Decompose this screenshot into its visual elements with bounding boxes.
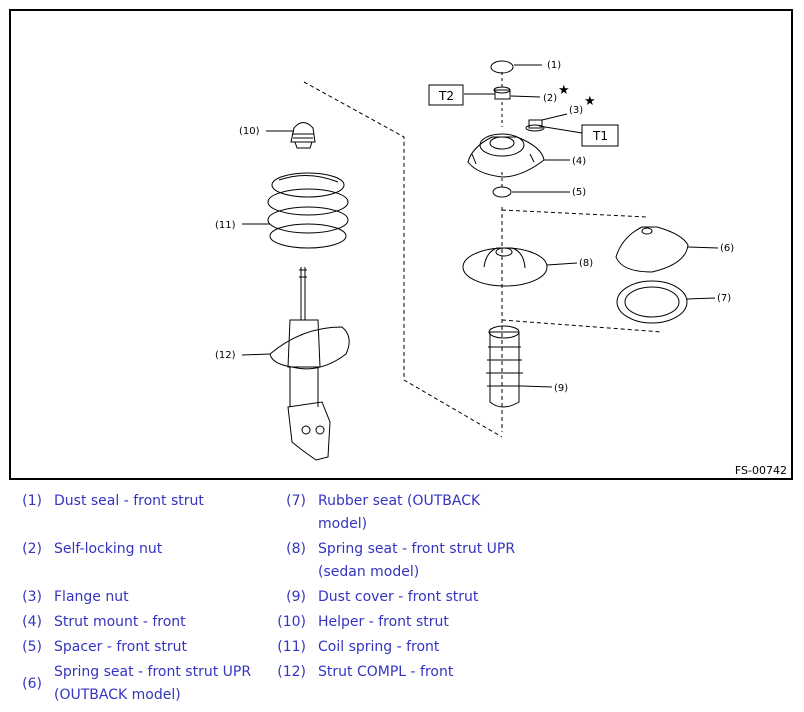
legend-item: (2) Self-locking nut: [6, 538, 266, 561]
callout-3: (3): [569, 105, 583, 116]
parts-legend: (1) Dust seal - front strut (2) Self-loc…: [0, 488, 804, 712]
helper-part: [290, 122, 316, 149]
spring-seat-sedan-part: [462, 247, 548, 287]
legend-label: Strut mount - front: [54, 614, 186, 630]
legend-item: (9) Dust cover - front strut: [270, 586, 530, 609]
guide-line-left: [303, 81, 503, 438]
legend-num: (11): [277, 639, 306, 655]
strut-part: [269, 267, 350, 461]
figure-code: FS-00742: [734, 464, 787, 477]
callout-8: (8): [579, 258, 593, 269]
coil-spring-part: [267, 172, 349, 249]
legend-item: (4) Strut mount - front: [6, 611, 266, 634]
legend-label: Spring seat - front strut UPR (OUTBACK m…: [54, 664, 252, 703]
torque-label-t2: T2: [438, 89, 454, 103]
legend-label: Helper - front strut: [318, 614, 449, 630]
torque-box-t2: [428, 84, 464, 106]
dust-seal-part: [490, 60, 514, 74]
legend-label: Strut COMPL - front: [318, 664, 454, 680]
legend-label: Flange nut: [54, 589, 129, 605]
spacer-part: [492, 186, 512, 198]
legend-label: Spacer - front strut: [54, 639, 188, 655]
rubber-seat-part: [616, 280, 688, 324]
legend-num: (8): [286, 541, 306, 557]
spring-seat-outback-part: [615, 226, 689, 273]
legend-num: (5): [22, 639, 42, 655]
dust-cover-part: [486, 325, 523, 408]
legend-item: (10) Helper - front strut: [270, 611, 530, 634]
star-mark-3: ★: [584, 94, 596, 109]
legend-item: (3) Flange nut: [6, 586, 266, 609]
guide-line-upper: [501, 209, 648, 218]
strut-mount-part: [467, 133, 545, 178]
legend-item: (7) Rubber seat (OUTBACK model): [270, 490, 530, 536]
legend-item: (1) Dust seal - front strut: [6, 490, 266, 513]
callout-7: (7): [717, 293, 731, 304]
legend-num: (3): [22, 589, 42, 605]
callout-9: (9): [554, 383, 568, 394]
legend-label: Dust cover - front strut: [318, 589, 479, 605]
legend-label: Spring seat - front strut UPR (sedan mod…: [318, 541, 516, 580]
torque-label-t1: T1: [592, 129, 608, 143]
legend-num: (1): [22, 493, 42, 509]
flange-nut-part: [525, 119, 545, 132]
callout-11: (11): [215, 220, 236, 231]
callout-6: (6): [720, 243, 734, 254]
legend-label: Rubber seat (OUTBACK model): [318, 493, 481, 532]
legend-num: (2): [22, 541, 42, 557]
self-locking-nut-part: [493, 86, 511, 100]
legend-item: (6) Spring seat - front strut UPR (OUTBA…: [6, 661, 266, 707]
legend-num: (4): [22, 614, 42, 630]
legend-item: (5) Spacer - front strut: [6, 636, 266, 659]
legend-label: Dust seal - front strut: [54, 493, 204, 509]
callout-10: (10): [239, 126, 260, 137]
callout-12: (12): [215, 350, 236, 361]
diagram-frame: T2 T1 ★ ★ (1) (2) (3) (4) (5) (6) (7) (8…: [9, 9, 793, 480]
legend-label: Self-locking nut: [54, 541, 163, 557]
guide-line-lower: [501, 319, 663, 333]
legend-num: (9): [286, 589, 306, 605]
callout-2: (2): [543, 93, 557, 104]
legend-item: (11) Coil spring - front: [270, 636, 530, 659]
legend-num: (7): [286, 493, 306, 509]
legend-num: (10): [277, 614, 306, 630]
star-mark-2: ★: [558, 83, 570, 98]
legend-num: (12): [277, 664, 306, 680]
legend-label: Coil spring - front: [318, 639, 440, 655]
legend-num: (6): [22, 675, 42, 692]
torque-box-t1: [581, 124, 619, 147]
callout-1: (1): [547, 60, 561, 71]
legend-item: (8) Spring seat - front strut UPR (sedan…: [270, 538, 530, 584]
callout-4: (4): [572, 156, 586, 167]
legend-item: (12) Strut COMPL - front: [270, 661, 530, 684]
exploded-diagram: T2 T1 ★ ★ (1) (2) (3) (4) (5) (6) (7) (8…: [215, 60, 734, 461]
callout-5: (5): [572, 187, 586, 198]
